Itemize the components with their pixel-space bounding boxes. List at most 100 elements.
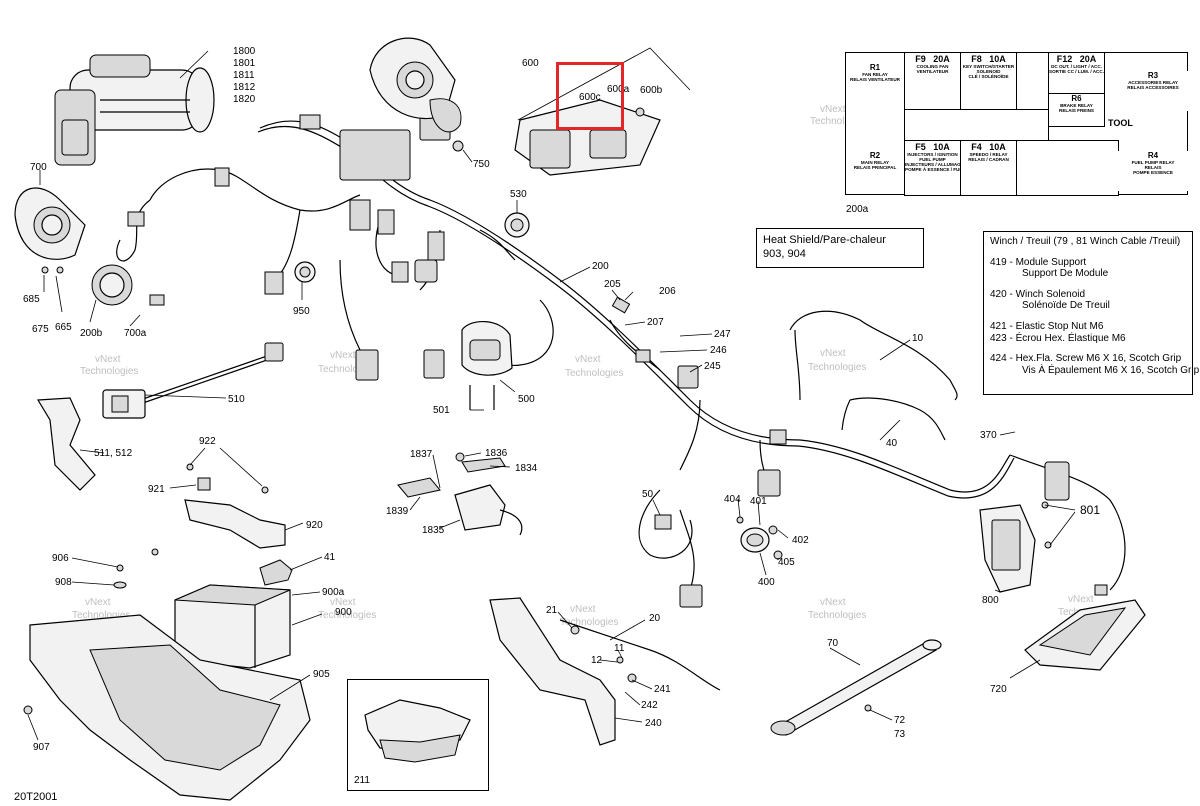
winch-item-line: 424 - Hex.Fla. Screw M6 X 16, Scotch Gri… [990,353,1182,365]
winch-title: Winch / Treuil (79 , 81 Winch Cable /Tre… [990,236,1181,247]
part-label: 72 [894,715,906,726]
part-label: 907 [33,742,50,753]
part-label: 600a [607,84,630,95]
steering-shaft-70 [770,639,942,736]
handlebar-switch [461,320,513,410]
part-label: 600 [522,58,539,69]
battery-tray-905 [23,614,311,801]
fuse-amp: 10A [933,142,950,152]
watermark-line1: vNext [820,104,846,115]
part-label: 510 [228,394,245,405]
part-label: 900a [322,587,345,598]
relay-desc: RELAIS FREINS [1059,108,1094,113]
watermark-line2: Technologies [560,617,618,628]
watermark-line2: Technologies [80,366,138,377]
part-label: 675 [32,324,49,335]
relay-desc: RELAIS VENTILATEUR [850,77,900,82]
relay-desc: POMPE ESSENCE [1133,170,1173,175]
watermark-line1: vNext [330,597,356,608]
part-label: 1836 [485,448,508,459]
part-label: 207 [647,317,664,328]
battery-cables [789,310,958,441]
relay-r3: R3 ACCESSORIES RELAY RELAIS ACCESSOIRES [1118,71,1188,111]
part-label: 1812 [233,82,256,93]
part-label: 900 [335,607,352,618]
fuse-id: F5 [915,142,926,152]
part-label: 240 [645,718,662,729]
fuse-desc: RELAIS / CADRAN [968,157,1009,162]
watermark-line2: Technologies [565,368,623,379]
relay-id: R4 [1147,151,1159,160]
part-label: 246 [710,345,727,356]
fuse-amp: 10A [989,142,1006,152]
fuse-id: F8 [971,54,982,64]
highlight-box [556,62,624,130]
leader-lines [27,50,1076,741]
part-label: 11 [614,643,625,654]
part-label: 404 [724,494,741,505]
fuse-amp: 10A [989,54,1006,64]
part-label: 720 [990,684,1007,695]
relay-r2: R2 MAIN RELAY RELAIS PRINCIPAL [846,151,904,191]
relay-desc: RELAIS PRINCIPAL [853,165,897,170]
part-label: 1835 [422,525,445,536]
mount-bracket-920 [184,463,286,549]
part-label: 40 [886,438,898,449]
heat-shield-211 [364,699,471,763]
fuse-desc: SORTIE CC / LUM. / ACC. [1049,69,1104,74]
part-label: 200b [80,328,103,339]
winch-parts-note: Winch / Treuil (79 , 81 Winch Cable /Tre… [983,231,1199,395]
relay-id: R1 [869,63,881,72]
relay-id: R3 [1147,71,1159,80]
heat-shield-title: Heat Shield/Pare-chaleur [763,234,886,246]
part-label: 41 [324,552,336,563]
fuse-desc: COOLING FAN [916,64,949,69]
document-code: 20T2001 [14,791,58,803]
winch-item-line: 420 - Winch Solenoid [990,288,1086,300]
part-label: 245 [704,361,721,372]
watermark-line1: vNext [575,354,601,365]
fuse-desc: VENTILATEUR [916,69,949,74]
part-label: 211 [354,775,370,786]
watermark-line2: Technologies [808,610,866,621]
watermark-line1: vNext [820,597,846,608]
watermark-line1: vNext [1068,594,1094,605]
part-label: 600b [640,85,663,96]
sensor-cable-510 [36,342,284,491]
part-label: 1800 [233,46,256,57]
watermark-line2: Technologies [72,610,130,621]
fuse-slot-empty [904,109,1049,141]
fuse-amp: 20A [1079,54,1097,64]
part-label: 247 [714,329,731,340]
part-label: 400 [758,577,775,588]
fuse-id: F12 [1056,54,1073,64]
winch-item-line: 421 - Elastic Stop Nut M6 [990,320,1104,332]
part-label: 405 [778,557,795,568]
part-label: 921 [148,484,165,495]
part-label: 665 [55,322,72,333]
part-label: 1839 [386,506,409,517]
fuse-desc: FUEL PUMP [919,157,946,162]
part-label: 800 [982,595,999,606]
part-label: 20 [649,613,661,624]
part-label: 750 [473,159,490,170]
inset-frame-211 [347,679,489,791]
taillight-720 [1024,584,1146,671]
fuse-f4: F4 10A SPEEDO / RELAY RELAIS / CADRAN [960,140,1017,196]
relay-desc: RELAIS ACCESSOIRES [1127,85,1179,90]
part-label: 370 [980,430,997,441]
part-label: 242 [641,700,658,711]
watermark-line1: vNext [85,597,111,608]
part-label: 1801 [233,58,256,69]
relay-r4: R4 FUEL PUMP RELAY RELAIS POMPE ESSENCE [1118,151,1188,191]
part-label: 600c [579,92,601,103]
watermark-line1: vNext [95,354,121,365]
fuse-amp: 20A [933,54,950,64]
heat-shield-note: Heat Shield/Pare-chaleur 903, 904 [756,228,924,268]
relay-desc: RELAIS [1144,165,1162,170]
winch-assembly [54,54,215,166]
fuse-slot-empty [1016,140,1119,196]
fuse-id: F4 [971,142,982,152]
headlight-left [14,187,165,306]
watermark-line2: Technologies [318,610,376,621]
